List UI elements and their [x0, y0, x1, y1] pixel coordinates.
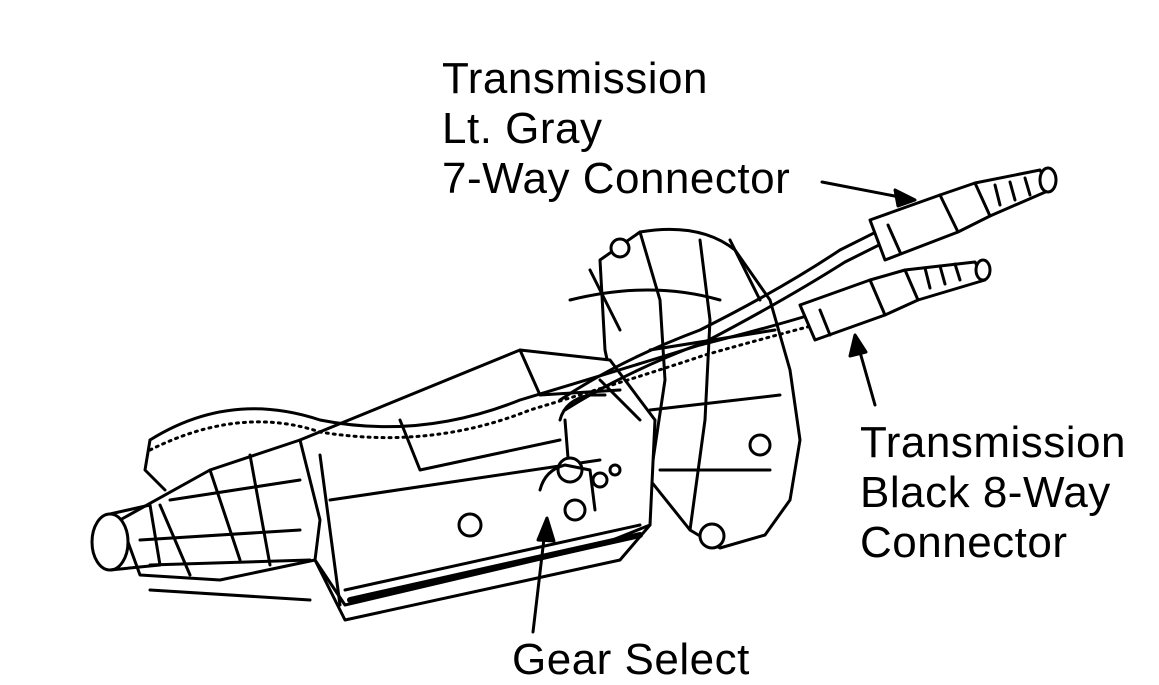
gray-connector-label-line-1: Transmission — [442, 54, 708, 103]
black-8-way-connector — [798, 258, 992, 342]
black-connector-label-line-1: Transmission — [860, 418, 1126, 467]
wiring-harness — [143, 218, 907, 492]
gray-7-way-connector — [868, 166, 1058, 262]
black-connector-label: Transmission Black 8-Way Connector — [860, 418, 1126, 568]
arrow-to-gear-select — [531, 516, 556, 634]
gray-connector-label-line-2: Lt. Gray — [442, 104, 603, 153]
gear-select-label: Gear Select — [512, 635, 750, 685]
black-connector-label-line-2: Black 8-Way — [860, 468, 1111, 517]
black-connector-label-line-3: Connector — [860, 518, 1068, 567]
gray-connector-label-line-3: 7-Way Connector — [442, 154, 791, 203]
gray-connector-label: Transmission Lt. Gray 7-Way Connector — [442, 54, 790, 204]
arrow-to-gray-connector — [820, 180, 917, 208]
tail-housing — [118, 438, 322, 582]
oil-pan — [148, 523, 652, 622]
arrow-to-black-connector — [848, 333, 877, 407]
gear-select-label-text: Gear Select — [512, 635, 750, 684]
output-shaft — [90, 503, 162, 572]
gear-select-switch — [538, 393, 607, 522]
